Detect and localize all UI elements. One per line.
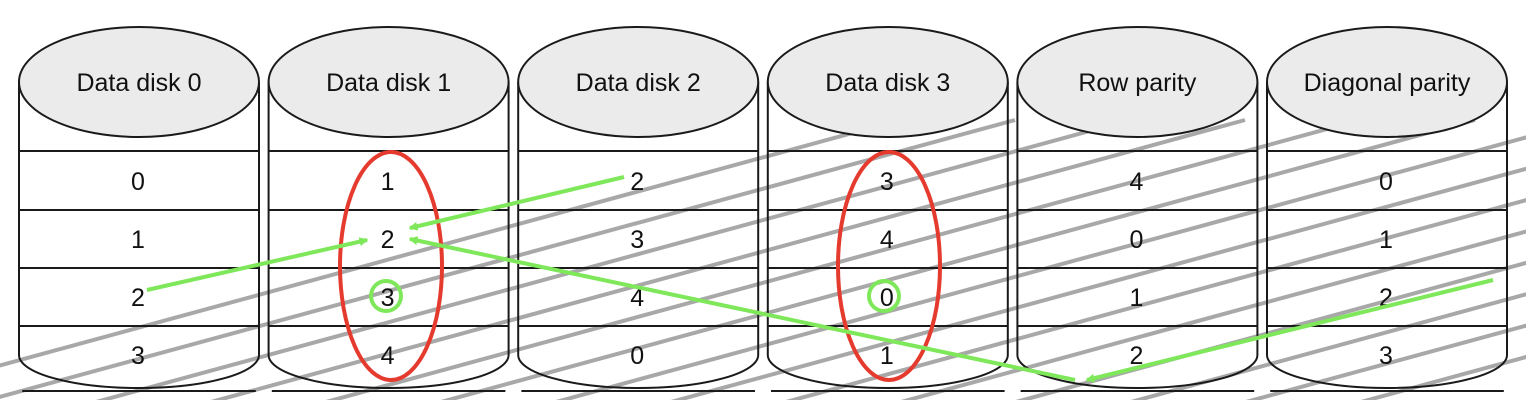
disk-label: Row parity bbox=[1078, 69, 1197, 97]
disk-top-cap bbox=[1266, 26, 1508, 138]
diagonal-stripe bbox=[555, 135, 1526, 400]
recovery-arrows bbox=[146, 175, 1494, 383]
recovery-arrow bbox=[1085, 278, 1494, 383]
disk-body bbox=[18, 82, 260, 389]
disk-body bbox=[267, 82, 510, 389]
disk-top-cap bbox=[766, 26, 1009, 138]
block-value: 0 bbox=[630, 342, 644, 370]
failed-disk-1-oval bbox=[338, 150, 444, 382]
diagonal-stripe bbox=[325, 118, 1361, 400]
block-value: 4 bbox=[1129, 168, 1143, 196]
diagonal-stripe bbox=[1360, 354, 1526, 400]
block-value: 0 bbox=[131, 168, 145, 196]
disk-0: Data disk 0 0 1 2 3 bbox=[18, 26, 260, 392]
diagonal-stripe bbox=[95, 118, 1131, 400]
block-value: 3 bbox=[630, 226, 644, 254]
diagonal-stripe bbox=[670, 166, 1526, 400]
block-value: 0 bbox=[1129, 226, 1143, 254]
disk-body bbox=[1266, 82, 1508, 389]
disk-top-cap bbox=[517, 26, 760, 138]
disk-top-cap bbox=[1016, 26, 1259, 138]
disk-body bbox=[517, 82, 760, 389]
diagonal-stripe bbox=[0, 118, 1016, 399]
block-value: 0 bbox=[880, 284, 894, 312]
diagonal-stripe bbox=[785, 198, 1526, 400]
disk-1: Data disk 1 1 2 3 4 bbox=[267, 26, 510, 392]
block-value: 3 bbox=[381, 284, 395, 312]
disk-2: Data disk 2 2 3 4 0 bbox=[517, 26, 760, 392]
block-value: 1 bbox=[381, 168, 395, 196]
disk-top-cap bbox=[18, 26, 260, 138]
recovery-arrow bbox=[408, 236, 1076, 382]
block-value: 1 bbox=[1129, 284, 1143, 312]
recovered-block-marker bbox=[369, 279, 403, 313]
disk-label: Data disk 1 bbox=[326, 69, 451, 97]
block-value: 2 bbox=[131, 284, 145, 312]
diagonal-stripe bbox=[0, 118, 901, 368]
block-value: 3 bbox=[131, 342, 145, 370]
recovery-arrow bbox=[408, 175, 625, 231]
disk-label: Diagonal parity bbox=[1304, 69, 1471, 97]
disk-body bbox=[766, 82, 1009, 389]
disk-top-cap bbox=[267, 26, 510, 138]
recovery-arrow bbox=[146, 237, 369, 292]
disk-3: Data disk 3 3 4 0 1 bbox=[766, 26, 1009, 392]
block-value: 4 bbox=[880, 226, 894, 254]
block-value: 0 bbox=[1379, 168, 1393, 196]
disk-label: Data disk 3 bbox=[825, 69, 950, 97]
block-value: 1 bbox=[131, 226, 145, 254]
diagonal-stripe bbox=[440, 118, 1476, 400]
block-value: 2 bbox=[1129, 342, 1143, 370]
disk-label: Data disk 2 bbox=[576, 69, 701, 97]
block-value: 3 bbox=[880, 168, 894, 196]
diagonal-stripe bbox=[1130, 292, 1526, 400]
block-value: 3 bbox=[1379, 342, 1393, 370]
block-value: 1 bbox=[1379, 226, 1393, 254]
diagonal-stripe bbox=[1245, 323, 1526, 400]
failed-disk-3-oval bbox=[836, 150, 942, 382]
disk-label: Data disk 0 bbox=[76, 69, 201, 97]
block-value: 2 bbox=[381, 226, 395, 254]
block-value: 1 bbox=[880, 342, 894, 370]
disk-4: Row parity 4 0 1 2 bbox=[1016, 26, 1259, 392]
block-value: 4 bbox=[630, 284, 644, 312]
block-value: 4 bbox=[381, 342, 395, 370]
recovered-block-marker bbox=[867, 279, 901, 313]
diagonal-stripe bbox=[210, 118, 1246, 400]
block-value: 2 bbox=[630, 168, 644, 196]
